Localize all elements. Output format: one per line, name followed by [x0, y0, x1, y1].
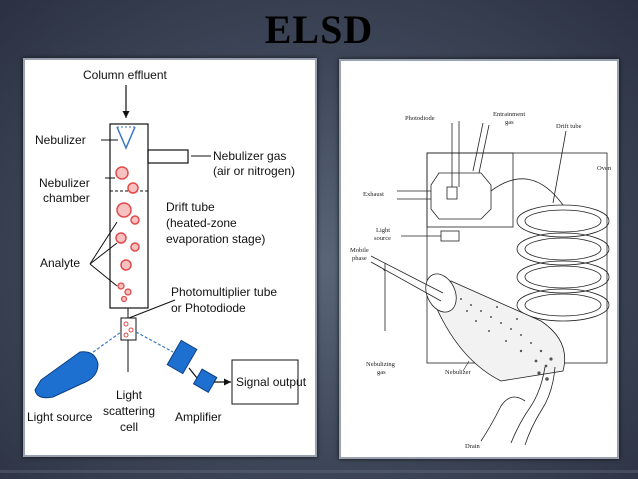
label-drain: Drain — [465, 443, 480, 450]
photodiode-element — [446, 186, 458, 200]
label-amplifier: Amplifier — [175, 410, 222, 424]
left-diagram-panel: Column effluent Nebulizer Nebulizer gas … — [23, 58, 317, 457]
background-stripe — [0, 470, 638, 473]
detector-chamber — [430, 172, 492, 220]
label-nebulizer-chamber-1: Nebulizer — [39, 176, 90, 190]
amplifier-shape — [192, 368, 218, 393]
analyte-droplets — [115, 166, 140, 303]
label-drift-tube-1: Drift tube — [166, 200, 215, 214]
label-scattering-3: cell — [119, 420, 138, 434]
signal-output-box — [231, 359, 299, 405]
nebulizer-chamber-tube — [436, 280, 566, 382]
label-signal-output: Signal output — [236, 375, 307, 389]
label-column-effluent: Column effluent — [83, 68, 167, 82]
label-drift-tube-2: (heated-zone — [166, 216, 237, 230]
label-nebulizer-right: Nebulizer — [445, 369, 471, 376]
elsd-schematic — [34, 85, 299, 405]
gas-inlet — [147, 149, 189, 164]
nebulizer-cone — [116, 126, 136, 150]
photomultiplier-shape — [166, 339, 198, 375]
label-light-source: Light source — [27, 410, 93, 424]
label-nebulizer-chamber-2: chamber — [43, 191, 90, 205]
right-light-source-lamp — [440, 230, 460, 242]
right-diagram-panel: Photodiode Entrainment gas Drift tube Ov… — [339, 59, 619, 459]
light-source-shape — [34, 351, 99, 399]
label-oven: Oven — [597, 165, 612, 172]
label-nebulizer: Nebulizer — [35, 133, 86, 147]
label-nebulizing-gas-2: gas — [377, 369, 386, 376]
scattering-cell — [120, 317, 137, 341]
label-light-source-2: source — [374, 235, 391, 242]
label-nebulizing-gas-1: Nebulizing — [366, 361, 395, 368]
slide-title: ELSD — [264, 7, 374, 52]
label-nebulizer-gas-sub: (air or nitrogen) — [213, 164, 296, 178]
label-scattering-2: scattering — [102, 404, 156, 418]
label-entrainment-2: gas — [505, 119, 514, 126]
label-pmt-2: or Photodiode — [171, 301, 246, 315]
label-scattering-1: Light — [115, 388, 143, 402]
label-analyte: Analyte — [40, 256, 81, 270]
label-nebulizer-gas: Nebulizer gas — [213, 149, 287, 163]
drift-tube-body — [109, 123, 149, 309]
label-mobile-phase-2: phase — [352, 255, 367, 262]
label-photodiode: Photodiode — [405, 115, 435, 122]
drift-tube-coils — [490, 178, 610, 322]
label-mobile-phase-1: Mobile — [350, 247, 369, 254]
label-drift-tube-3: evaporation stage) — [166, 232, 266, 246]
spray-droplets — [460, 298, 553, 381]
label-exhaust: Exhaust — [363, 191, 384, 198]
label-light-source-1: Light — [376, 227, 391, 234]
elsd-instrument-drawing — [370, 121, 610, 446]
scattered-beam — [135, 331, 174, 353]
label-pmt-1: Photomultiplier tube — [171, 285, 278, 299]
label-drift-tube: Drift tube — [556, 123, 582, 130]
label-entrainment-1: Entrainment — [493, 111, 526, 118]
